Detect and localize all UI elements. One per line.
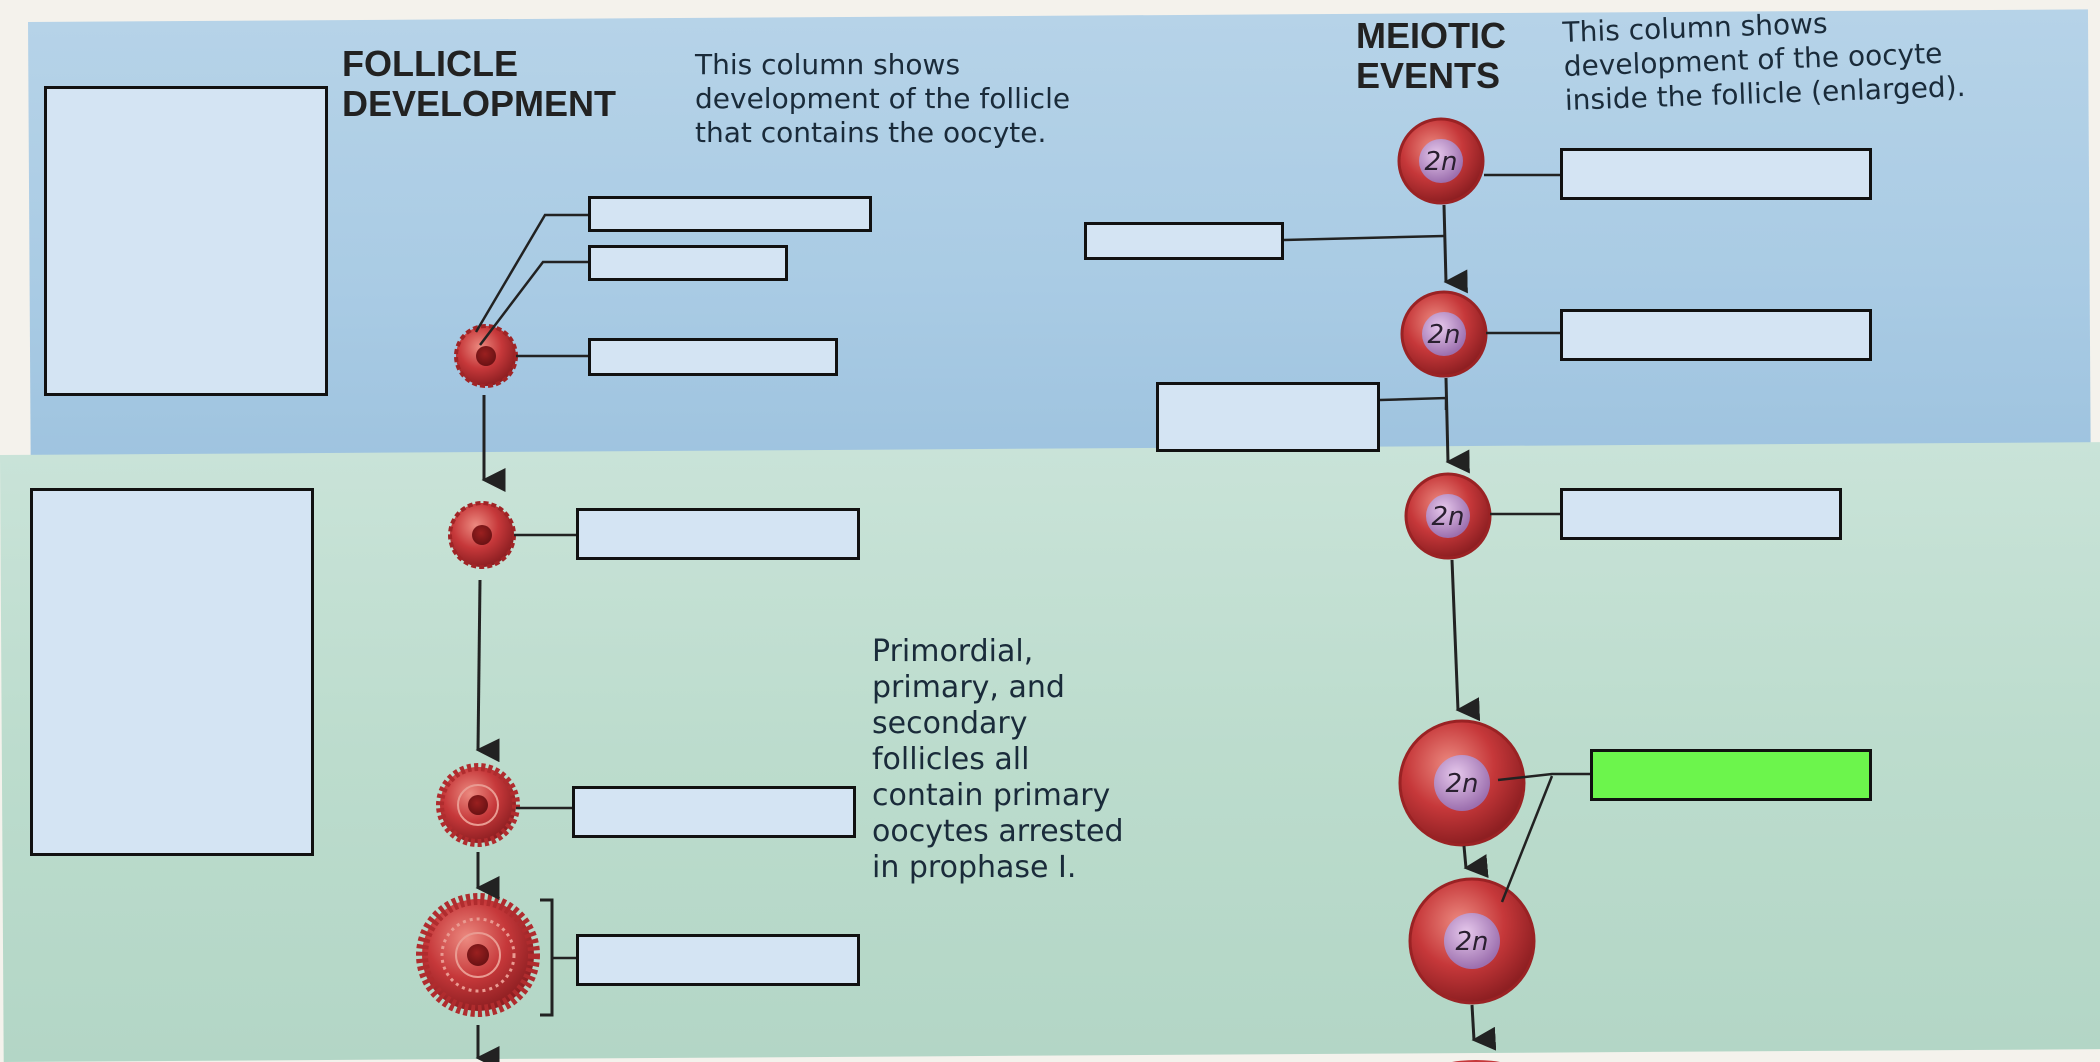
ploidy-label-2: 2n (1427, 320, 1460, 350)
answer-box-meiotic-1[interactable] (1560, 148, 1872, 200)
follicle-arrow-2 (475, 579, 500, 763)
meiotic-arrow-5 (1470, 1004, 1497, 1051)
answer-box-follicle-6[interactable] (576, 934, 860, 986)
answer-box-meiotic-2[interactable] (1560, 309, 1872, 361)
follicle-column-note: This column shows development of the fol… (695, 48, 1071, 149)
ploidy-label-1: 2n (1424, 147, 1457, 177)
prophase-arrest-note: Primordial, primary, and secondary folli… (872, 634, 1124, 885)
oocyte-cell-1: 2n (1397, 117, 1485, 205)
primordial-follicle-cell-1 (454, 324, 518, 388)
meiotic-arrow-1 (1442, 204, 1468, 294)
meiotic-arrow-3 (1450, 559, 1481, 722)
leader-line-follicle-2 (479, 260, 588, 346)
leader-line-follicle-1 (474, 213, 588, 333)
answer-box-left-bottom[interactable] (30, 488, 314, 856)
primary-oocyte-cell-1: 2n (1398, 719, 1526, 847)
answer-box-follicle-3[interactable] (588, 338, 838, 376)
ploidy-label-3: 2n (1431, 502, 1464, 532)
oocyte-cell-2: 2n (1400, 290, 1488, 378)
answer-box-follicle-1[interactable] (588, 196, 872, 232)
ploidy-label-5: 2n (1455, 927, 1488, 957)
primordial-follicle-cell-2 (448, 501, 516, 569)
answer-box-follicle-2[interactable] (588, 245, 788, 281)
answer-box-meiotic-arrow-2[interactable] (1156, 382, 1380, 452)
secondary-follicle-bracket (540, 898, 554, 1017)
leader-line-arrow-2 (1379, 396, 1448, 410)
oocyte-cell-3: 2n (1404, 472, 1492, 560)
leader-line-highlight-2 (1500, 775, 1554, 903)
answer-box-follicle-4[interactable] (576, 508, 860, 560)
primary-oocyte-cell-2: 2n (1408, 877, 1536, 1005)
secondary-follicle-cell (416, 893, 540, 1017)
answer-box-follicle-5[interactable] (572, 786, 856, 838)
ploidy-label-4: 2n (1445, 769, 1478, 799)
leader-line-highlight-1 (1497, 772, 1592, 782)
meiotic-arrow-4 (1462, 845, 1489, 878)
answer-box-left-top[interactable] (44, 86, 328, 396)
leader-line-arrow-1 (1283, 234, 1445, 242)
meiotic-arrow-2 (1444, 377, 1470, 474)
answer-box-meiotic-3[interactable] (1560, 488, 1842, 540)
answer-box-meiotic-arrow-1[interactable] (1084, 222, 1284, 260)
answer-box-highlighted[interactable] (1590, 749, 1872, 801)
primary-follicle-cell (436, 763, 520, 847)
meiotic-events-heading: MEIOTIC EVENTS (1356, 15, 1506, 96)
follicle-development-heading: FOLLICLE DEVELOPMENT (342, 43, 617, 124)
